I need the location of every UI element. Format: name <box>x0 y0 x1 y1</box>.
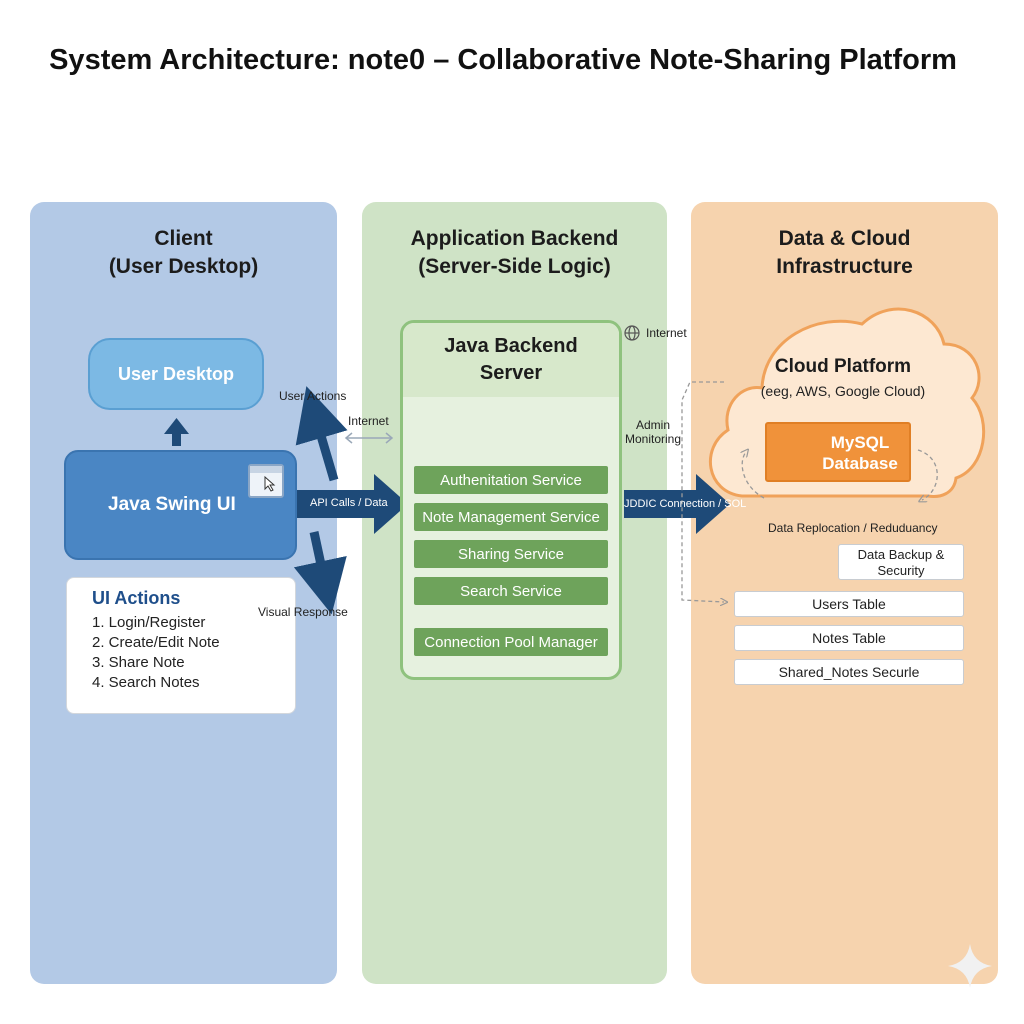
service-note-management[interactable]: Note Management Service <box>414 503 608 531</box>
java-backend-server: Java Backend Server <box>400 320 622 680</box>
ui-action-item: 4. Search Notes <box>92 674 200 691</box>
backend-column-title: Application Backend (Server-Side Logic) <box>410 227 619 278</box>
service-sharing[interactable]: Sharing Service <box>414 540 608 568</box>
ui-actions-panel: UI Actions 1. Login/Register 2. Create/E… <box>66 577 296 714</box>
replication-loop-left <box>742 452 765 499</box>
mysql-database-label: MySQL Database <box>822 433 898 473</box>
ui-action-item: 3. Share Note <box>92 654 185 671</box>
data-backup-box[interactable]: Data Backup & Security <box>838 544 964 580</box>
arrow-api-calls <box>296 474 408 534</box>
client-column-title: Client (User Desktop) <box>108 227 259 278</box>
window-cursor-icon <box>248 464 284 498</box>
user-desktop-button[interactable]: User Desktop <box>88 338 264 410</box>
server-title: Java Backend Server <box>444 335 578 384</box>
replication-loop-right <box>918 449 938 500</box>
arrow-jdbc <box>624 474 730 534</box>
internet-double-arrow <box>344 432 394 444</box>
cloud-platform-subtitle: (eeg, AWS, Google Cloud) <box>760 383 926 399</box>
arrow-visual-response <box>293 531 347 615</box>
service-search[interactable]: Search Service <box>414 577 608 605</box>
internet-top-label: Internet <box>646 326 687 340</box>
replication-label: Data Replocation / Reduduancy <box>768 521 938 535</box>
data-column-title: Data & Cloud Infrastructure <box>776 227 913 278</box>
server-header <box>403 323 619 397</box>
users-table[interactable]: Users Table <box>734 591 964 617</box>
notes-table[interactable]: Notes Table <box>734 625 964 651</box>
api-calls-label: API Calls / Data <box>310 497 388 509</box>
connection-pool-manager[interactable]: Connection Pool Manager <box>414 628 608 656</box>
page-title: System Architecture: note0 – Collaborati… <box>49 44 957 76</box>
cursor-icon <box>264 476 276 492</box>
cloud-platform-title: Cloud Platform <box>774 356 912 377</box>
mysql-database-box[interactable] <box>765 422 911 482</box>
jdbc-label: JDDIC Connection / SOL <box>624 498 747 510</box>
ui-action-item: 1. Login/Register <box>92 614 206 631</box>
shared-notes-table[interactable]: Shared_Notes Securle <box>734 659 964 685</box>
internet-label: Internet <box>348 414 389 428</box>
arrow-swing-to-desktop <box>164 418 189 446</box>
user-actions-label: User Actions <box>279 389 347 403</box>
visual-response-label: Visual Response <box>258 605 348 619</box>
window-titlebar <box>250 466 282 473</box>
arrow-user-actions <box>295 386 348 482</box>
ui-actions-heading: UI Actions <box>92 588 181 608</box>
globe-icon <box>624 325 640 341</box>
admin-monitoring-path <box>681 381 724 602</box>
ui-action-item: 2. Create/Edit Note <box>92 634 220 651</box>
sparkle-icon <box>948 944 992 988</box>
admin-monitoring-label: Admin Monitoring <box>624 418 682 446</box>
service-authentication[interactable]: Authenitation Service <box>414 466 608 494</box>
